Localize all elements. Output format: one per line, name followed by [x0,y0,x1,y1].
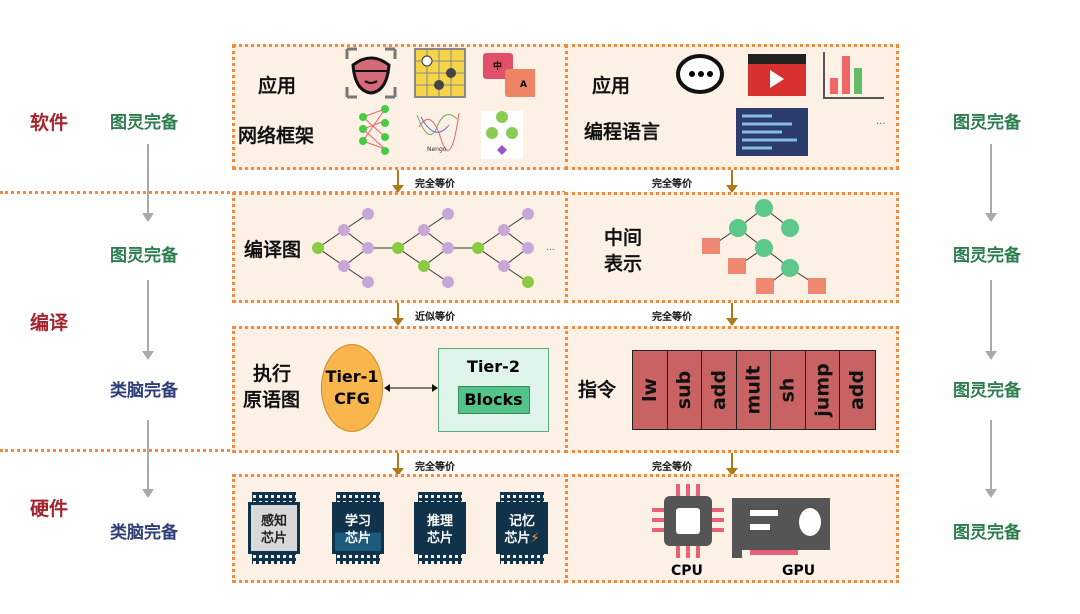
eq-label-3-left: 完全等价 [415,462,455,473]
cpu-icon [652,484,724,558]
flowchart-icon [481,111,523,159]
right-arrow-1 [985,280,997,360]
gpu-icon [732,498,830,558]
reasoning-chip: 推理芯片 [404,492,476,564]
face-icon [345,47,397,99]
cpu-label: CPU [671,563,703,579]
svg-text:...: ... [876,116,886,127]
bar-chart-icon [823,52,884,99]
eq-arrow-3-right [726,453,738,476]
app-label-left: 应用 [258,75,297,97]
left-label-2: 类脑完备 [110,381,178,401]
eq-label-1-right: 完全等价 [652,179,692,190]
layer-compile: 编译 [30,312,69,334]
instr-cell: add [840,351,875,429]
framework-label: 网络框架 [238,125,315,147]
ir-tree-icon [702,199,826,294]
svg-text:Nengo: Nengo [427,146,447,153]
svg-text:A: A [520,80,527,90]
nengo-icon: Nengo [416,112,460,153]
cfg-label: CFG [334,389,370,408]
right-label-0: 图灵完备 [953,113,1021,133]
chat-icon [676,54,724,94]
instr-cell: add [702,351,737,429]
bidirectional-arrow-icon [384,384,438,392]
left-label-0: 图灵完备 [110,113,178,133]
memory-chip: 记忆芯片⚡ [486,492,558,564]
right-label-2: 图灵完备 [953,381,1021,401]
eq-arrow-3-left [392,453,404,476]
svg-text:...: ... [546,243,555,253]
app-icons-left: 中A Nengo [345,47,535,159]
right-label-1: 图灵完备 [953,246,1021,266]
blocks-box: Blocks [457,386,530,414]
app-label-right: 应用 [592,75,631,97]
compile-graph-icon: ... [312,208,555,288]
instr-cell: mult [736,351,771,429]
tier2-label: Tier-2 [467,357,520,376]
eq-arrow-1-right [726,170,738,193]
eq-label-1-left: 完全等价 [415,179,455,190]
ir-label-1: 中间 [604,227,643,249]
left-label-1: 图灵完备 [110,246,178,266]
tier2-node: Tier-2 Blocks [438,348,549,432]
video-icon [748,54,806,96]
eq-label-2-left: 近似等价 [415,312,455,323]
cpu-gpu-icons [652,484,830,558]
eq-label-2-right: 完全等价 [652,312,692,323]
translate-icon: 中A [483,53,535,97]
left-label-3: 类脑完备 [110,523,178,543]
tier1-cfg-node: Tier-1 CFG [321,344,383,432]
learning-chip: 学习芯片 [322,492,394,564]
right-arrow-2 [985,420,997,498]
ir-label-2: 表示 [604,253,643,275]
left-arrow-1 [142,280,154,360]
prog-lang-label: 编程语言 [584,121,661,143]
exec-label-1: 执行 [253,363,292,385]
exec-label-2: 原语图 [243,389,301,411]
svg-text:中: 中 [493,60,502,72]
panel-compile-right [565,192,899,303]
tier1-label: Tier-1 [325,367,379,386]
compile-graph-label: 编译图 [244,239,302,261]
eq-arrow-2-right [726,303,738,326]
right-arrow-0 [985,144,997,222]
app-icons-right: ... [676,52,886,156]
instr-cell: sh [771,351,806,429]
eq-label-3-right: 完全等价 [652,462,692,473]
eq-arrow-1-left [392,170,404,193]
instr-cell: lw [633,351,668,429]
go-board-icon [414,48,466,98]
gpu-label: GPU [782,563,816,579]
right-label-3: 图灵完备 [953,523,1021,543]
code-editor-icon [736,108,808,156]
layer-software: 软件 [30,112,69,134]
instr-cell: jump [805,351,840,429]
layer-hardware: 硬件 [30,498,69,520]
eq-arrow-2-left [392,303,404,326]
left-arrow-2 [142,420,154,498]
left-arrow-0 [142,144,154,222]
instruction-strip: lw sub add mult sh jump add [632,350,876,430]
instr-label: 指令 [578,379,617,401]
neural-network-icon [359,105,389,155]
instr-cell: sub [667,351,702,429]
perception-chip: 感知芯片 [238,492,310,564]
